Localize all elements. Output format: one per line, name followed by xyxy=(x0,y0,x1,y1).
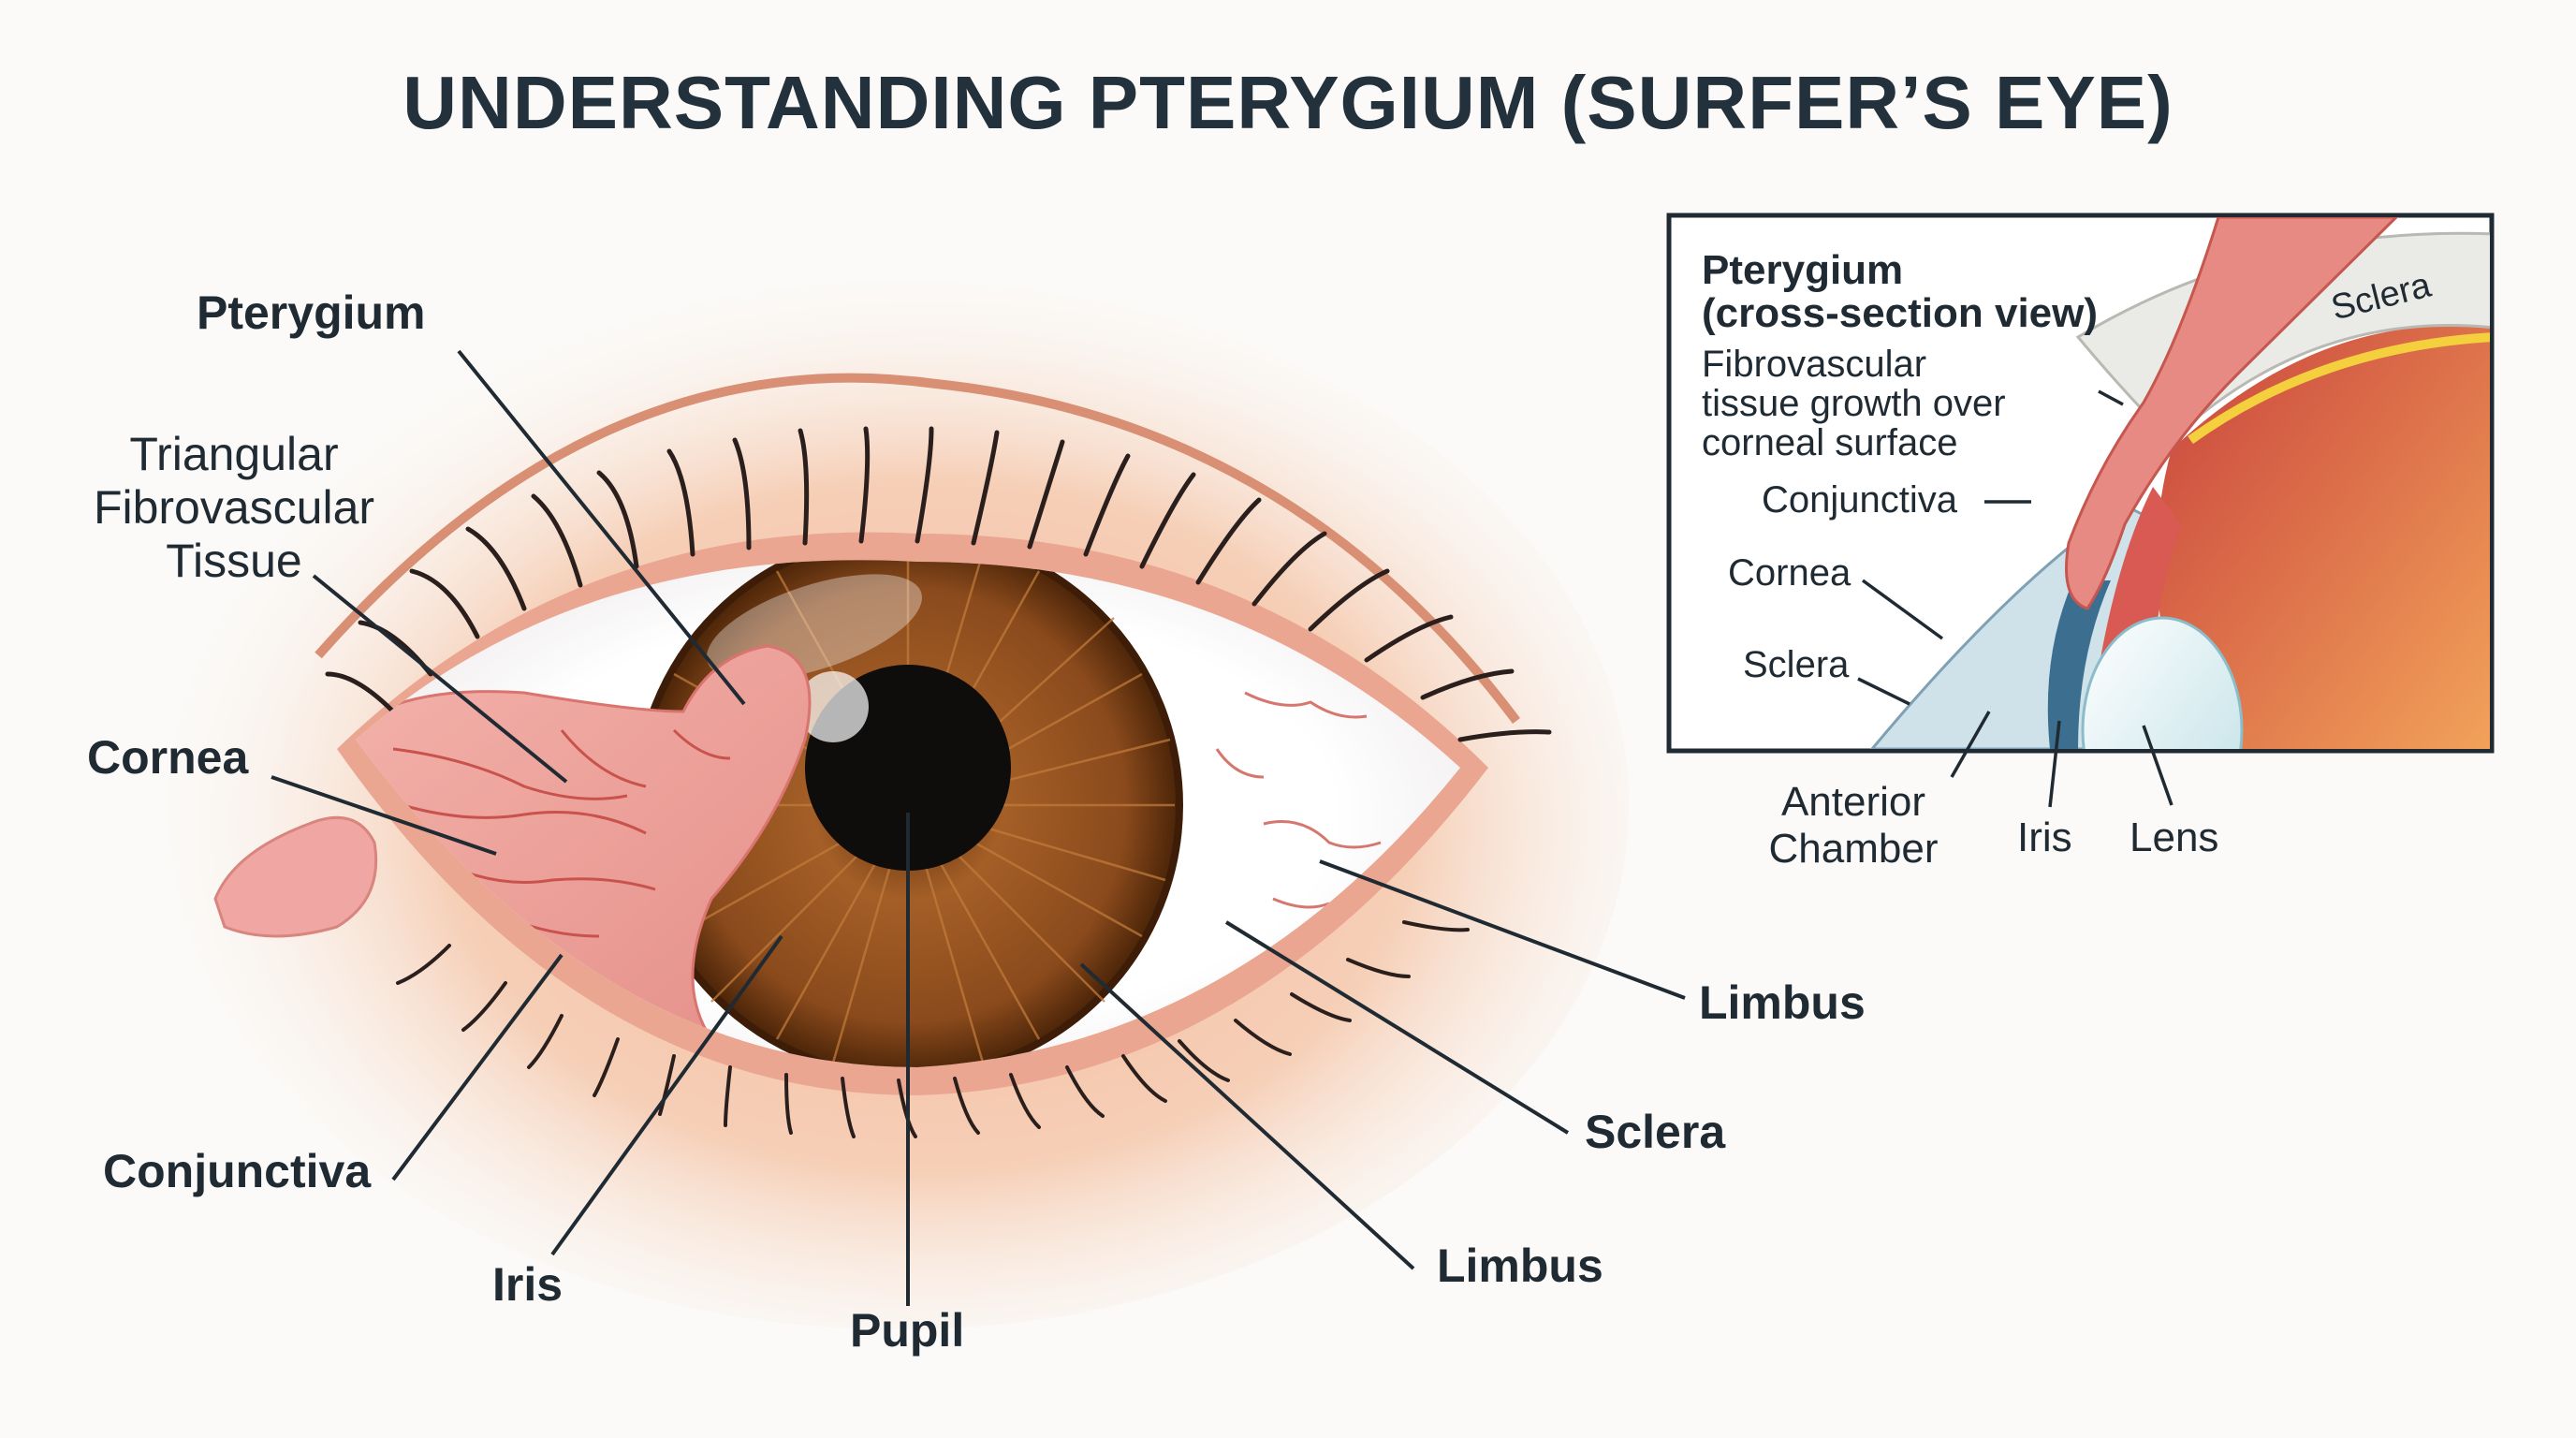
inset-label-lens: Lens xyxy=(2130,814,2219,860)
inset-choroid-line xyxy=(2188,332,2490,445)
pterygium-vessels xyxy=(392,728,731,938)
inset-label-conjunctiva: Conjunctiva xyxy=(1762,479,1958,521)
inset-heading-line1: Pterygium xyxy=(1702,247,1904,293)
cross-section-inset xyxy=(1666,213,2495,808)
label-pupil: Pupil xyxy=(850,1304,965,1357)
eyelid-crease xyxy=(315,373,1520,725)
main-leader-lines xyxy=(271,349,1686,1306)
inset-anterior-line2: Chamber xyxy=(1768,826,1939,872)
lower-eyelashes xyxy=(396,920,1470,1138)
label-limbus-upper: Limbus xyxy=(1699,976,1866,1029)
inset-iris xyxy=(2047,580,2111,749)
inset-desc-line3: corneal surface xyxy=(1702,422,1958,463)
inset-desc-line1: Fibrovascular xyxy=(1702,344,1927,385)
label-cornea: Cornea xyxy=(87,731,249,784)
inset-label-anterior-chamber: Anterior Chamber xyxy=(1741,779,1966,873)
inset-heading-line2: (cross-section view) xyxy=(1702,290,2099,336)
inset-label-iris: Iris xyxy=(2017,814,2072,860)
inset-label-sclera: Sclera xyxy=(1743,644,1850,685)
label-sclera: Sclera xyxy=(1585,1106,1726,1158)
inset-leader-lines xyxy=(1857,389,2174,808)
inset-desc-line2: tissue growth over xyxy=(1702,383,2006,424)
inset-anterior-line1: Anterior xyxy=(1780,779,1926,825)
label-limbus-lower: Limbus xyxy=(1437,1240,1603,1292)
sclera-vessels xyxy=(1215,691,1382,909)
upper-eyelashes xyxy=(325,426,1552,742)
inset-globe xyxy=(2157,325,2490,749)
inset-pterygium xyxy=(2065,217,2399,610)
pupil-highlight xyxy=(798,671,869,742)
page-title: UNDERSTANDING PTERYGIUM (SURFER’S EYE) xyxy=(402,61,2174,144)
inset-lens xyxy=(2081,616,2244,749)
caruncle xyxy=(213,815,378,938)
label-pterygium: Pterygium xyxy=(197,286,426,339)
label-triangular-tissue: Triangular Fibrovascular Tissue xyxy=(75,428,393,588)
label-triangular-line1: Triangular xyxy=(129,428,339,480)
inset-label-cornea: Cornea xyxy=(1728,552,1852,594)
label-triangular-line2: Fibrovascular xyxy=(93,481,375,534)
main-eye xyxy=(168,281,1629,1329)
label-triangular-line3: Tissue xyxy=(166,535,302,587)
label-conjunctiva: Conjunctiva xyxy=(103,1145,372,1197)
label-iris: Iris xyxy=(492,1258,564,1311)
